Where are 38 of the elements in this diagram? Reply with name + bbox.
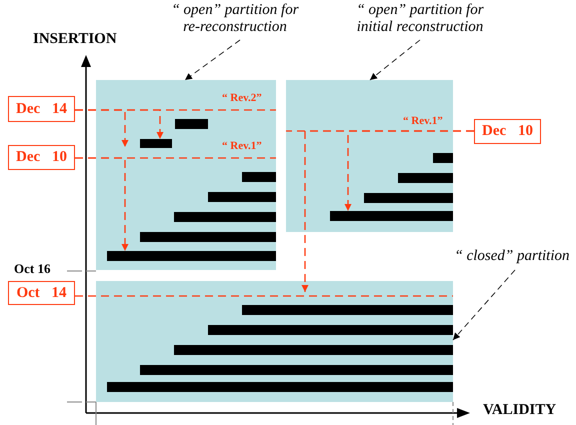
leader-line [184,40,240,80]
axis-title: VALIDITY [483,402,556,419]
record-bar [175,119,208,129]
partition-area [286,80,453,232]
date-label-box: Dec 10 [474,119,541,144]
record-bar [208,192,276,202]
date-label-box: Oct 14 [8,281,75,305]
partition-area [96,281,453,402]
axis-title: INSERTION [33,31,117,48]
date-label-box: Dec 10 [8,145,75,170]
dashed-arrow [75,109,128,147]
record-bar [174,345,453,355]
record-bar [330,211,453,221]
record-bar [433,153,453,163]
leader-line [452,270,516,340]
partition-area [96,80,276,270]
annotation-text: “ open” partition for re-reconstruction [171,2,299,35]
revision-label: “ Rev.2” [222,92,262,104]
record-bar [174,212,276,222]
record-bar [242,305,453,315]
record-bar [107,382,453,392]
leader-line [370,40,420,80]
revision-label: “ Rev.1” [222,140,262,152]
record-bar [208,325,453,335]
record-bar [364,193,453,203]
record-bar [140,139,172,148]
tick-label: Oct 16 [14,261,50,277]
dashed-arrow [302,130,474,292]
annotation-text: “ closed” partition [454,248,570,264]
revision-label: “ Rev.1” [403,115,443,127]
record-bar [140,232,276,242]
date-label-box: Dec 14 [8,96,75,122]
dashed-arrow [75,157,128,251]
record-bar [107,251,276,261]
record-bar [242,172,276,182]
annotation-text: “ open” partition for initial reconstruction [356,2,484,35]
record-bar [140,365,453,375]
record-bar [398,173,453,183]
